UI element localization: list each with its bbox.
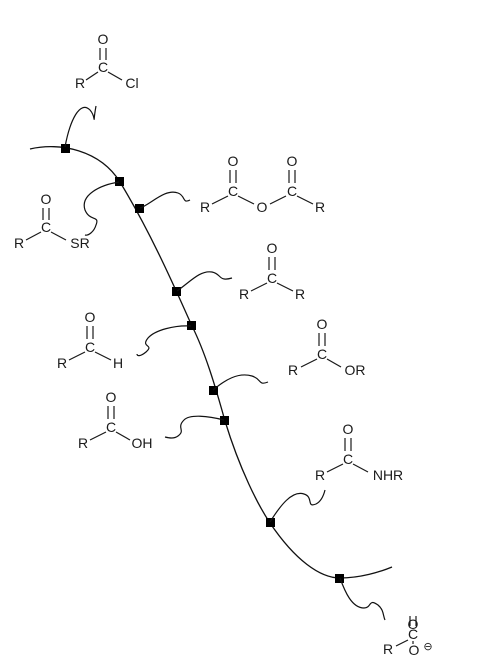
atom-label: R	[75, 75, 85, 91]
atom-label: NHR	[373, 467, 403, 483]
atom-label: O	[41, 191, 52, 207]
atom-label: OR	[345, 362, 366, 378]
backbone-node	[187, 321, 196, 330]
backbone-node	[115, 177, 124, 186]
atom-label: O	[257, 199, 268, 215]
atom-label: R	[57, 355, 67, 371]
acyl-chloride-group: O C R Cl	[75, 31, 139, 91]
atom-label: O	[106, 389, 117, 405]
linker-squiggle	[164, 415, 225, 439]
atom-label: O	[228, 153, 239, 169]
anhydride-group: O C R O O C R	[200, 153, 325, 215]
atom-label: C	[343, 451, 353, 467]
linker-squiggle	[212, 374, 269, 391]
atom-label: OH	[132, 435, 153, 451]
backbone-node	[61, 144, 70, 153]
carboxylic-acid-group: O C R OH	[78, 389, 153, 451]
atom-label: C	[267, 270, 277, 286]
atom-label: R	[295, 286, 305, 302]
linker-squiggle	[176, 271, 233, 292]
atom-label: C	[408, 626, 418, 642]
atom-label: O	[267, 240, 278, 256]
aldehyde-group: O C R H	[57, 309, 123, 371]
atom-label: R	[288, 362, 298, 378]
atom-label: C	[228, 183, 238, 199]
linker-squiggle	[83, 181, 120, 236]
atom-label: C	[85, 339, 95, 355]
atom-label: C	[98, 59, 108, 75]
linker-squiggle	[269, 489, 326, 523]
atom-label: R	[383, 641, 393, 657]
atom-label: C	[287, 183, 297, 199]
linker-squiggle	[136, 325, 192, 357]
backbone-node	[220, 416, 229, 425]
atom-label: C	[41, 219, 51, 235]
atom-label: O	[343, 421, 354, 437]
backbone-node	[172, 287, 181, 296]
backbone-node	[266, 518, 275, 527]
atom-label: Cl	[125, 75, 138, 91]
atom-label: R	[78, 435, 88, 451]
atom-label: R	[239, 286, 249, 302]
atom-label: R	[200, 199, 210, 215]
atom-label: O	[85, 309, 96, 325]
ketone-group: O C R R	[239, 240, 305, 302]
thioester-group: O C R SR	[14, 191, 90, 251]
backbone-node	[335, 574, 344, 583]
atom-label: C	[106, 419, 116, 435]
atom-label: O	[317, 316, 328, 332]
atom-label: R	[315, 199, 325, 215]
linker-squiggle	[64, 105, 97, 148]
atom-label: SR	[70, 235, 89, 251]
backbone-node	[135, 204, 144, 213]
amide-group: O C R NHR	[315, 421, 403, 483]
atom-label: O	[98, 31, 109, 47]
atom-label: O	[409, 642, 420, 658]
carboxylate-group: O C R O ⊖	[383, 616, 433, 658]
backbone-curve	[29, 146, 393, 579]
negative-charge: ⊖	[423, 641, 432, 653]
atom-label: O	[287, 153, 298, 169]
atom-label: H	[113, 355, 123, 371]
atom-label: O	[408, 616, 419, 632]
ester-group: O C R OR	[288, 316, 366, 378]
backbone-node	[209, 386, 218, 395]
linker-squiggle	[339, 577, 386, 621]
linker-squiggle	[139, 191, 191, 209]
atom-label: R	[14, 235, 24, 251]
atom-label: R	[315, 467, 325, 483]
atom-label: C	[317, 346, 327, 362]
